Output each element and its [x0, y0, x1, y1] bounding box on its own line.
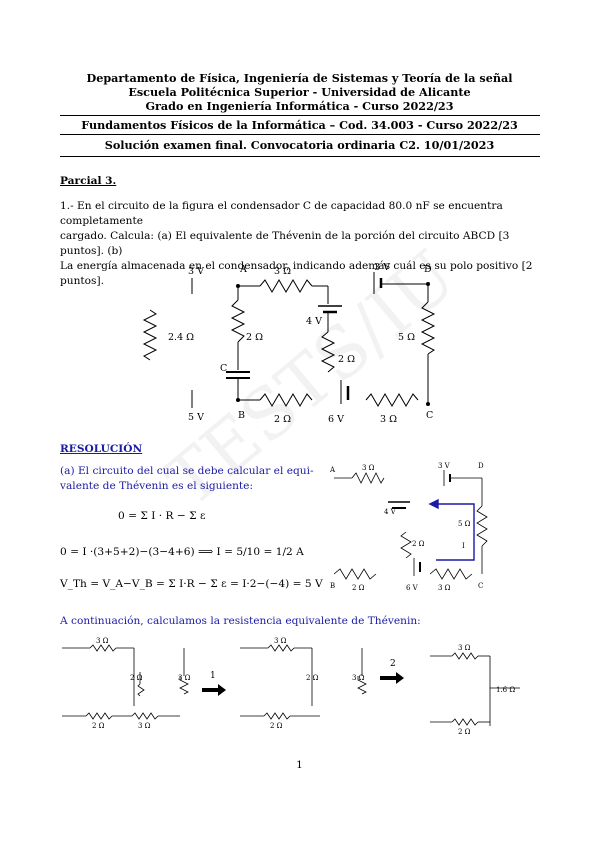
exam-line: Solución examen final. Convocatoria ordi… — [104, 138, 495, 152]
s1-label-r3: 3 Ω — [96, 637, 109, 645]
s3-label-r3: 3 Ω — [458, 644, 471, 652]
intro-line-2: valente de Thévenin es el siguiente: — [60, 480, 254, 492]
label-r24: 2.4 Ω — [168, 332, 194, 343]
label-5v: 5 V — [188, 412, 204, 423]
c2-label-4v: 4 V — [384, 508, 397, 516]
c2-label-c: C — [478, 582, 483, 590]
problem-statement: 1.- En el circuito de la figura el conde… — [60, 199, 550, 289]
resolution-title: RESOLUCIÓN — [60, 443, 143, 455]
s1-label-r2: 2 Ω — [130, 674, 143, 682]
label-r2-left: 2 Ω — [246, 332, 263, 343]
label-3v-left: 3 V — [188, 266, 204, 277]
label-6v: 6 V — [328, 414, 344, 425]
s2-label-r3b: 3 Ω — [352, 674, 365, 682]
header-rule — [60, 115, 540, 116]
label-3v-right: 3 V — [374, 262, 390, 273]
intro-line-1: (a) El circuito del cual se debe calcula… — [60, 465, 314, 477]
resistance-intro: A continuación, calculamos la resistenci… — [60, 615, 421, 627]
label-node-a: A — [239, 264, 247, 275]
s2-label-r2b: 2 Ω — [270, 722, 283, 730]
s1-label-r2b: 2 Ω — [92, 722, 105, 730]
problem-line-3: La energía almacenada en el condensador,… — [60, 260, 533, 287]
c2-label-r5: 5 Ω — [458, 520, 471, 528]
circuit-diagram: 3 V A 3 Ω 3 V D 2.4 Ω 2 Ω 4 V 5 Ω C 2 Ω … — [142, 262, 436, 425]
label-r2-mid: 2 Ω — [338, 354, 355, 365]
resistance-reduction-diagram: 3 Ω 2 Ω 3 Ω 2 Ω 3 Ω 1 3 Ω 2 Ω 3 Ω 2 Ω 2 … — [62, 637, 520, 736]
degree-line: Grado en Ingeniería Informática - Curso … — [145, 99, 454, 113]
equation-kirchhoff: 0 = Σ I · R − Σ ε — [118, 510, 206, 522]
s2-label-r3: 3 Ω — [274, 637, 287, 645]
c2-label-r2b: 2 Ω — [352, 584, 365, 592]
label-node-d: D — [424, 264, 432, 275]
label-node-c: C — [426, 410, 433, 421]
s2-label-r2: 2 Ω — [306, 674, 319, 682]
c2-label-6v: 6 V — [406, 584, 419, 592]
c2-label-3v: 3 V — [438, 462, 451, 470]
s3-label-r16: 1.6 Ω — [496, 686, 515, 694]
problem-line-1: 1.- En el circuito de la figura el conde… — [60, 200, 503, 227]
label-r3-bottom: 3 Ω — [380, 414, 397, 425]
equation-vth: V_Th = V_A−V_B = Σ I·R − Σ ε = I·2−(−4) … — [60, 578, 323, 590]
header-rule-3 — [60, 156, 540, 157]
c2-label-r3b: 3 Ω — [438, 584, 451, 592]
label-r2-bottom: 2 Ω — [274, 414, 291, 425]
problem-line-2: cargado. Calcula: (a) El equivalente de … — [60, 230, 510, 257]
course-line: Fundamentos Físicos de la Informática – … — [81, 118, 518, 132]
thevenin-circuit-diagram: A 3 Ω 3 V D 4 V 5 Ω 2 Ω I B 2 Ω 6 V 3 Ω … — [329, 462, 488, 592]
label-r3-top: 3 Ω — [274, 266, 291, 277]
s1-label-r3b: 3 Ω — [178, 674, 191, 682]
s3-label-r2: 2 Ω — [458, 728, 471, 736]
c2-label-current: I — [462, 542, 465, 550]
s1-label-r3c: 3 Ω — [138, 722, 151, 730]
header-rule-2 — [60, 134, 540, 135]
section-title: Parcial 3. — [60, 175, 117, 187]
school-line: Escuela Politécnica Superior - Universid… — [128, 85, 471, 99]
dept-line: Departamento de Física, Ingeniería de Si… — [86, 71, 513, 85]
label-4v: 4 V — [306, 316, 322, 327]
c2-label-b: B — [330, 582, 335, 590]
step-1-label: 1 — [210, 671, 216, 681]
resolution-intro: (a) El circuito del cual se debe calcula… — [60, 464, 330, 494]
c2-label-a: A — [329, 466, 336, 474]
c2-label-d: D — [478, 462, 484, 470]
step-2-label: 2 — [390, 659, 396, 669]
label-r5: 5 Ω — [398, 332, 415, 343]
page-number: 1 — [296, 759, 303, 771]
c2-label-r2: 2 Ω — [412, 540, 425, 548]
label-capacitor: C — [220, 363, 227, 374]
label-node-b: B — [238, 410, 245, 421]
c2-label-r3: 3 Ω — [362, 464, 375, 472]
equation-current: 0 = I ·(3+5+2)−(3−4+6) ⟹ I = 5/10 = 1/2 … — [60, 546, 304, 558]
